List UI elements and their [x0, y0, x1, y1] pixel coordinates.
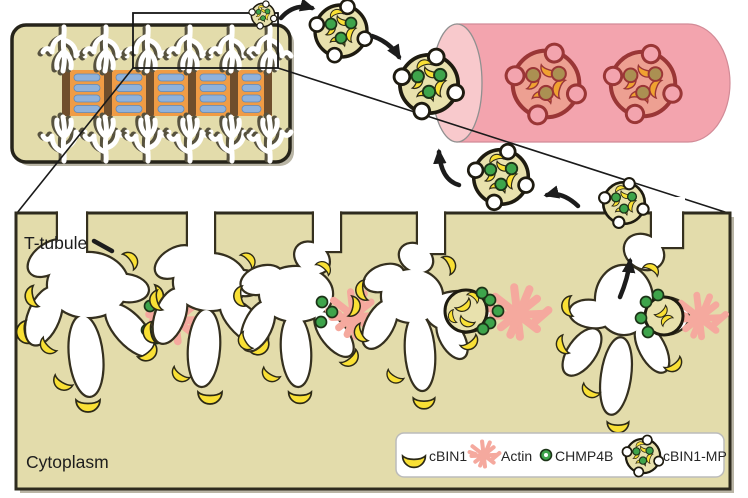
budding-microparticle: [443, 288, 489, 334]
magnified-t-tubule-panel: T-tubule Cytoplasm cBIN1 Actin CHMP4B cB…: [13, 197, 734, 493]
blood-vessel: [431, 23, 731, 143]
legend-label-chmp4b: CHMP4B: [555, 448, 613, 464]
tubule-stage-4: [350, 197, 548, 410]
tubule-stage-5: [552, 197, 726, 434]
microparticle-free-1: [308, 0, 374, 64]
microparticle-free-2: [467, 143, 536, 212]
sarcomere-band: [62, 69, 272, 116]
legend-label-actin: Actin: [501, 448, 532, 464]
flow-arrow-cell-to-particle: [278, 0, 316, 21]
magnified-region-box: [132, 12, 279, 69]
flow-arrow-tubule-to-particle: [543, 185, 581, 209]
cytoplasm-label: Cytoplasm: [26, 452, 109, 472]
magnification-line-right: [277, 67, 729, 214]
vessel-body: [456, 23, 731, 143]
tubule-stage-2: [140, 197, 275, 405]
exit-direction-arrow: [617, 257, 636, 300]
z-lines: [62, 69, 272, 116]
flow-arrow-particle-to-vessel: [369, 33, 402, 61]
legend-label-cbin1: cBIN1: [429, 448, 467, 464]
flow-arrow-up-to-vessel: [433, 148, 462, 188]
chmp4b-dot-icon: [539, 448, 553, 462]
myofilament-rods: [73, 73, 262, 113]
tubule-stage-3: [231, 197, 381, 405]
t-tubule-label: T-tubule: [24, 233, 87, 253]
magnification-line-left: [16, 67, 134, 214]
tubule-stage-1: [13, 197, 205, 413]
t-tubule-pointer-line: [91, 238, 115, 254]
legend: cBIN1 Actin CHMP4B cBIN1-MP: [395, 432, 727, 478]
cardiomyocyte-overview: [10, 12, 294, 166]
legend-label-cbin1-mp: cBIN1-MP: [663, 448, 727, 464]
